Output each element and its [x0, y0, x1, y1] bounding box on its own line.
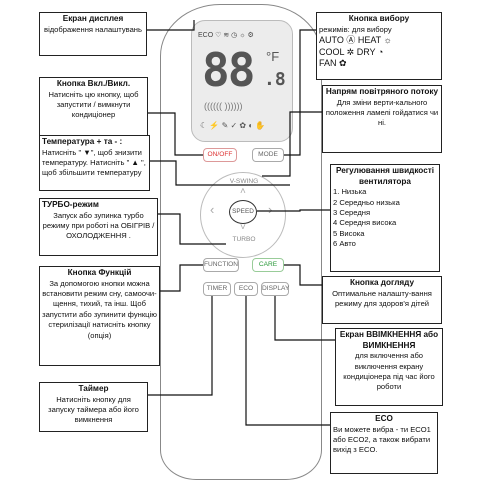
lcd-screen: ECO ♡ ≋ ◷ ☼ ⚙ 88 .8 °F (((((( )))))) ☾ ⚡… — [191, 20, 293, 142]
callout-mode-subtitle: режимів: для вибору — [319, 24, 392, 34]
callout-timer: Таймер Натисніть кнопку для запуску тайм… — [39, 382, 148, 432]
callout-airflow: Напрям повітряного потоку Для зміни верт… — [322, 85, 442, 153]
callout-display-title: Екран ВВІМКНЕННЯ або ВИМКНЕННЯ — [339, 330, 439, 350]
arrow-down-icon[interactable]: ˅ — [240, 222, 246, 233]
lcd-bottom-icons: ☾ ⚡ ✎ ✓ ✿ ◐ ✋ — [200, 121, 266, 130]
arrow-right-icon[interactable]: › — [268, 202, 273, 217]
callout-fan-item: 3 Середня — [333, 208, 371, 217]
callout-fan-title: Регулювання швидкості вентилятора — [335, 166, 435, 186]
turbo-label[interactable]: TURBO — [232, 236, 256, 243]
arrow-left-icon[interactable]: ‹ — [210, 202, 215, 217]
callout-care: Кнопка догляду Оптимальне налашту-вання … — [322, 276, 442, 324]
timer-button[interactable]: TIMER — [203, 282, 231, 296]
nav-ring — [200, 172, 286, 258]
callout-mode-row: AUTO Ⓐ HEAT ☼ — [319, 35, 392, 45]
callout-mode-row: FAN ✿ — [319, 58, 347, 68]
mode-button[interactable]: MODE — [252, 148, 284, 162]
lcd-temperature: 88 — [202, 43, 255, 97]
callout-screen-body: відображення налаштувань — [44, 24, 142, 34]
callout-airflow-title: Напрям повітряного потоку — [325, 87, 439, 96]
lcd-fan-bars: (((((( )))))) — [204, 101, 243, 111]
callout-power-body: Натисніть цю кнопку, щоб запустити / вим… — [48, 89, 139, 120]
callout-power: Кнопка Вкл./Викл. Натисніть цю кнопку, щ… — [39, 77, 148, 143]
callout-turbo-body: Запуск або зупинка турбо режиму при робо… — [42, 210, 155, 241]
function-button[interactable]: FUNCTION — [203, 258, 239, 272]
display-button[interactable]: DISPLAY — [261, 282, 289, 296]
callout-fan-item: 6 Авто — [333, 239, 356, 249]
onoff-button[interactable]: ON/OFF — [203, 148, 237, 162]
callout-screen-title: Екран дисплея — [62, 14, 124, 23]
callout-fan: Регулювання швидкості вентилятора 1. Низ… — [330, 164, 440, 272]
callout-mode-row: COOL ✲ DRY ◔ — [319, 46, 384, 57]
callout-care-body: Оптимальне налашту-вання режиму для здор… — [332, 288, 432, 308]
vswing-label[interactable]: V-SWING — [229, 178, 259, 185]
callout-display: Екран ВВІМКНЕННЯ або ВИМКНЕННЯ для включ… — [335, 328, 443, 406]
callout-mode: Кнопка вибору режимів: для вибору AUTO Ⓐ… — [316, 12, 442, 80]
callout-power-title: Кнопка Вкл./Викл. — [56, 79, 131, 88]
callout-display-body: для включення або виключення екрану конд… — [343, 351, 435, 392]
callout-fan-item: 4 Середня висока — [333, 218, 397, 228]
callout-fan-item: 1. Низька — [333, 187, 367, 197]
callout-mode-title: Кнопка вибору — [348, 14, 410, 23]
callout-function-title: Кнопка Функцій — [67, 268, 132, 277]
callout-function: Кнопка Функцій За допомогою кнопки можна… — [39, 266, 160, 366]
callout-airflow-body: Для зміни верти-кального положення ламел… — [325, 97, 439, 128]
speed-button[interactable]: SPEED — [229, 200, 257, 224]
callout-fan-item: 5 Висока — [333, 228, 365, 238]
callout-eco: ECO Ви можете вибра - ти ECO1 або ECO2, … — [330, 412, 438, 474]
callout-screen: Екран дисплея відображення налаштувань — [39, 12, 147, 56]
callout-temp-title: Температура + та - : — [42, 137, 123, 146]
callout-turbo-title: ТУРБО-режим — [42, 200, 99, 209]
lcd-temperature-decimal: .8 — [264, 69, 286, 90]
callout-temp-body: Натисніть " ▼", щоб знизити температуру.… — [42, 147, 146, 178]
callout-care-title: Кнопка догляду — [349, 278, 415, 287]
care-button[interactable]: CARE — [252, 258, 284, 272]
callout-temp: Температура + та - : Натисніть " ▼", щоб… — [39, 135, 150, 191]
callout-timer-title: Таймер — [78, 384, 109, 393]
callout-turbo: ТУРБО-режим Запуск або зупинка турбо реж… — [39, 198, 158, 256]
lcd-temperature-unit: °F — [266, 49, 280, 64]
callout-function-body: За допомогою кнопки можна встановити реж… — [42, 278, 157, 340]
callout-timer-body: Натисніть кнопку для запуску таймера або… — [48, 394, 139, 425]
callout-fan-item: 2 Середньо низька — [333, 197, 400, 207]
eco-button[interactable]: ECO — [234, 282, 258, 296]
speed-button-label: SPEED — [232, 208, 254, 215]
callout-eco-body: Ви можете вибра - ти ECO1 або ECO2, а та… — [333, 424, 431, 455]
callout-eco-title: ECO — [375, 414, 393, 423]
lcd-status-icons: ECO ♡ ≋ ◷ ☼ ⚙ — [198, 32, 254, 39]
arrow-up-icon[interactable]: ˄ — [240, 186, 246, 197]
